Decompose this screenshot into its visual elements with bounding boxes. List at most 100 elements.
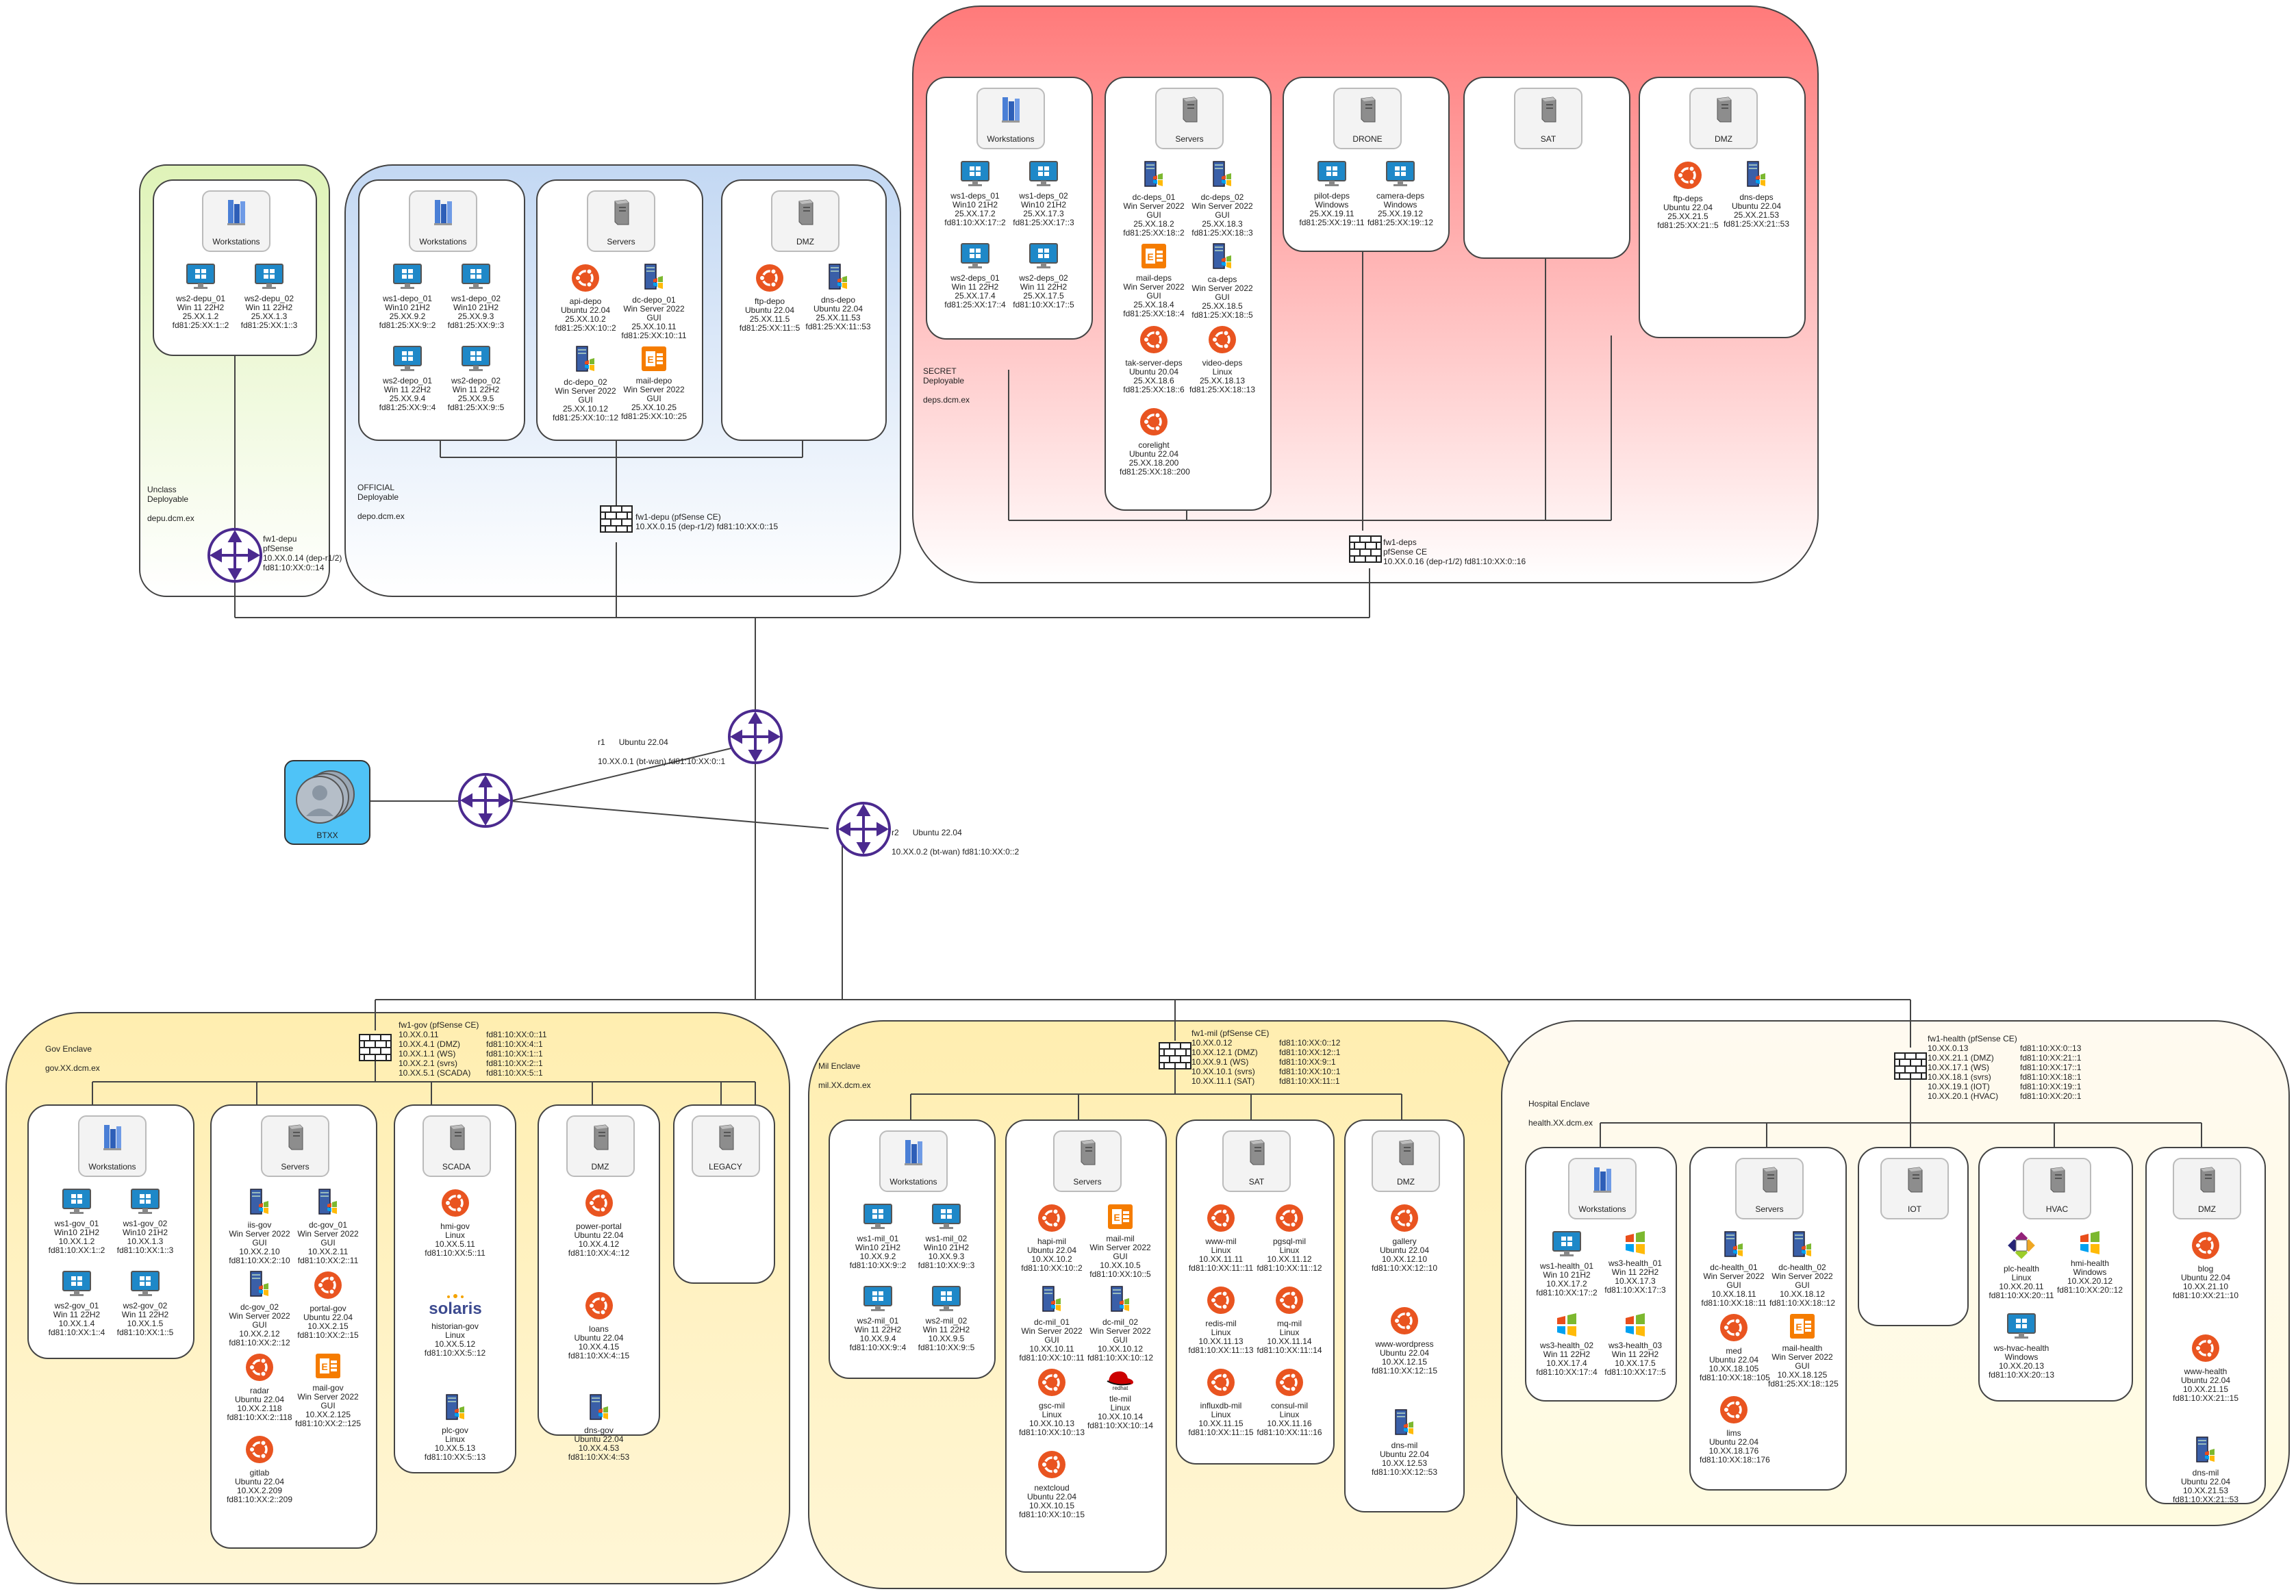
sat-header-icon[interactable]: SAT xyxy=(1514,88,1582,149)
ws2-depu-02-node[interactable]: ws2-depu_02 Win 11 22H2 25.XX.1.3 fd81:2… xyxy=(235,263,303,330)
gallery-node[interactable]: gallery Ubuntu 22.04 10.XX.12.10 fd81:10… xyxy=(1357,1203,1452,1273)
ws2-deps-02-node[interactable]: ws2-deps_02 Win 11 22H2 25.XX.17.5 fd81:… xyxy=(1009,242,1078,309)
ws2-depo-01-node[interactable]: ws2-depo_01 Win 11 22H2 25.XX.9.4 fd81:2… xyxy=(373,345,442,412)
dc-gov-01-node[interactable]: dc-gov_01 Win Server 2022 GUI 10.XX.2.11… xyxy=(294,1188,362,1265)
dc-depo-02-node[interactable]: dc-depo_02 Win Server 2022 GUI 25.XX.10.… xyxy=(551,345,620,422)
dc-gov-02-node[interactable]: dc-gov_02 Win Server 2022 GUI 10.XX.2.12… xyxy=(225,1270,294,1347)
dmz-header-icon[interactable]: DMZ xyxy=(566,1115,635,1177)
hapi-mil-node[interactable]: hapi-mil Ubuntu 22.04 10.XX.10.2 fd81:10… xyxy=(1018,1203,1086,1273)
dmz-header-icon[interactable]: DMZ xyxy=(2173,1158,2241,1219)
ca-deps-node[interactable]: ca-deps Win Server 2022 GUI 25.XX.18.5 f… xyxy=(1188,242,1257,320)
dns-gov-node[interactable]: dns-gov Ubuntu 22.04 10.XX.4.53 fd81:10:… xyxy=(551,1393,647,1462)
tak-server-deps-node[interactable]: tak-server-deps Ubuntu 20.04 25.XX.18.6 … xyxy=(1120,325,1188,394)
firewall-icon[interactable] xyxy=(1349,535,1382,563)
dns-mil-node[interactable]: dns-mil Ubuntu 22.04 10.XX.12.53 fd81:10… xyxy=(1357,1408,1452,1477)
plc-health-node[interactable]: plc-health Linux 10.XX.20.11 fd81:10:XX:… xyxy=(1987,1230,2056,1300)
dmz-header-icon[interactable]: DMZ xyxy=(1372,1130,1440,1192)
ws1-health-01-node[interactable]: ws1-health_01 Win 10 21H2 10.XX.17.2 fd8… xyxy=(1532,1230,1601,1297)
iot-header-icon[interactable]: IOT xyxy=(1880,1158,1949,1219)
firewall-icon[interactable] xyxy=(600,505,633,533)
hmi-gov-node[interactable]: hmi-gov Linux 10.XX.5.11 fd81:10:XX:5::1… xyxy=(407,1188,503,1258)
workstations-header-icon[interactable]: Workstations xyxy=(78,1115,147,1177)
router-icon[interactable] xyxy=(207,527,263,583)
ws2-mil-01-node[interactable]: ws2-mil_01 Win 11 22H2 10.XX.9.4 fd81:10… xyxy=(844,1285,912,1352)
dc-health-01-node[interactable]: dc-health_01 Win Server 2022 GUI 10.XX.1… xyxy=(1700,1230,1768,1308)
firewall-icon[interactable] xyxy=(1159,1042,1191,1069)
www-wordpress-node[interactable]: www-wordpress Ubuntu 22.04 10.XX.12.15 f… xyxy=(1357,1306,1452,1376)
ftp-depo-node[interactable]: ftp-depo Ubuntu 22.04 25.XX.11.5 fd81:25… xyxy=(735,263,804,333)
ws1-gov-02-node[interactable]: ws1-gov_02 Win10 21H2 10.XX.1.3 fd81:10:… xyxy=(111,1188,179,1255)
ws1-gov-01-node[interactable]: ws1-gov_01 Win10 21H2 10.XX.1.2 fd81:10:… xyxy=(42,1188,111,1255)
www-health-node[interactable]: www-health Ubuntu 22.04 10.XX.21.15 fd81… xyxy=(2158,1333,2254,1403)
gsc-mil-node[interactable]: gsc-mil Linux 10.XX.10.13 fd81:10:XX:10:… xyxy=(1018,1367,1086,1437)
med-node[interactable]: med Ubuntu 22.04 10.XX.18.105 fd81:10:XX… xyxy=(1700,1313,1770,1382)
video-deps-node[interactable]: video-deps Linux 25.XX.18.13 fd81:25:XX:… xyxy=(1188,325,1257,394)
firewall-icon[interactable] xyxy=(1894,1052,1927,1080)
workstations-header-icon[interactable]: Workstations xyxy=(879,1130,948,1192)
dc-deps-01-node[interactable]: dc-deps_01 Win Server 2022 GUI 25.XX.18.… xyxy=(1120,160,1188,238)
router-icon[interactable] xyxy=(727,709,783,765)
api-depo-node[interactable]: api-depo Ubuntu 22.04 25.XX.10.2 fd81:25… xyxy=(551,263,620,333)
nextcloud-node[interactable]: nextcloud Ubuntu 22.04 10.XX.10.15 fd81:… xyxy=(1018,1449,1086,1519)
servers-header-icon[interactable]: Servers xyxy=(1053,1130,1122,1192)
ws2-deps-01-node[interactable]: ws2-deps_01 Win 11 22H2 25.XX.17.4 fd81:… xyxy=(941,242,1009,309)
ws2-depu-01-node[interactable]: ws2-depu_01 Win 11 22H2 25.XX.1.2 fd81:2… xyxy=(166,263,235,330)
ws1-mil-02-node[interactable]: ws1-mil_02 Win10 21H2 10.XX.9.3 fd81:10:… xyxy=(912,1203,981,1270)
ws2-gov-02-node[interactable]: ws2-gov_02 Win 11 22H2 10.XX.1.5 fd81:10… xyxy=(111,1270,179,1337)
servers-header-icon[interactable]: Servers xyxy=(261,1115,329,1177)
pilot-deps-node[interactable]: pilot-deps Windows 25.XX.19.11 fd81:25:X… xyxy=(1298,160,1366,227)
servers-header-icon[interactable]: Servers xyxy=(1155,88,1224,149)
dc-mil-02-node[interactable]: dc-mil_02 Win Server 2022 GUI 10.XX.10.1… xyxy=(1086,1285,1155,1363)
ws1-depo-02-node[interactable]: ws1-depo_02 Win10 21H2 25.XX.9.3 fd81:25… xyxy=(442,263,510,330)
portal-gov-node[interactable]: portal-gov Ubuntu 22.04 10.XX.2.15 fd81:… xyxy=(294,1270,362,1340)
dmz-header-icon[interactable]: DMZ xyxy=(771,190,840,252)
ws3-health-02-node[interactable]: ws3-health_02 Win 11 22H2 10.XX.17.4 fd8… xyxy=(1532,1313,1601,1377)
workstations-header-icon[interactable]: Workstations xyxy=(1568,1158,1637,1219)
scada-header-icon[interactable]: SCADA xyxy=(422,1115,491,1177)
ws-hvac-health-node[interactable]: ws-hvac-health Windows 10.XX.20.13 fd81:… xyxy=(1987,1313,2056,1380)
legacy-header-icon[interactable]: LEGACY xyxy=(691,1115,760,1177)
dns-depo-node[interactable]: dns-depo Ubuntu 22.04 25.XX.11.53 fd81:2… xyxy=(804,263,872,331)
hmi-health-node[interactable]: hmi-health Windows 10.XX.20.12 fd81:10:X… xyxy=(2056,1230,2124,1295)
servers-header-icon[interactable]: Servers xyxy=(1735,1158,1804,1219)
radar-node[interactable]: radar Ubuntu 22.04 10.XX.2.118 fd81:10:X… xyxy=(225,1352,294,1422)
hvac-header-icon[interactable]: HVAC xyxy=(2023,1158,2091,1219)
ws2-gov-01-node[interactable]: ws2-gov_01 Win 11 22H2 10.XX.1.4 fd81:10… xyxy=(42,1270,111,1337)
power-portal-node[interactable]: power-portal Ubuntu 22.04 10.XX.4.12 fd8… xyxy=(551,1188,647,1258)
workstations-header-icon[interactable]: Workstations xyxy=(409,190,477,252)
dns-mil-node[interactable]: dns-mil Ubuntu 22.04 10.XX.21.53 fd81:10… xyxy=(2158,1436,2254,1504)
ftp-deps-node[interactable]: ftp-deps Ubuntu 22.04 25.XX.21.5 fd81:25… xyxy=(1654,160,1722,230)
loans-node[interactable]: loans Ubuntu 22.04 10.XX.4.15 fd81:10:XX… xyxy=(551,1291,647,1360)
ws1-deps-01-node[interactable]: ws1-deps_01 Win10 21H2 25.XX.17.2 fd81:1… xyxy=(941,160,1009,227)
corelight-node[interactable]: corelight Ubuntu 22.04 25.XX.18.200 fd81… xyxy=(1120,407,1190,477)
router-icon[interactable] xyxy=(835,801,892,857)
servers-header-icon[interactable]: Servers xyxy=(587,190,655,252)
influxdb-mil-node[interactable]: influxdb-mil Linux 10.XX.11.15 fd81:10:X… xyxy=(1187,1367,1255,1437)
workstations-header-icon[interactable]: Workstations xyxy=(202,190,270,252)
ws2-mil-02-node[interactable]: ws2-mil_02 Win 11 22H2 10.XX.9.5 fd81:10… xyxy=(912,1285,981,1352)
pgsql-mil-node[interactable]: pgsql-mil Linux 10.XX.11.12 fd81:10:XX:1… xyxy=(1255,1203,1324,1273)
ws3-health-01-node[interactable]: ws3-health_01 Win 11 22H2 10.XX.17.3 fd8… xyxy=(1601,1230,1669,1295)
ws2-depo-02-node[interactable]: ws2-depo_02 Win 11 22H2 25.XX.9.5 fd81:2… xyxy=(442,345,510,412)
plc-gov-node[interactable]: plc-gov Linux 10.XX.5.13 fd81:10:XX:5::1… xyxy=(407,1393,503,1462)
ws1-depo-01-node[interactable]: ws1-depo_01 Win10 21H2 25.XX.9.2 fd81:25… xyxy=(373,263,442,330)
router-icon[interactable] xyxy=(457,772,514,828)
firewall-icon[interactable] xyxy=(359,1034,392,1061)
redis-mil-node[interactable]: redis-mil Linux 10.XX.11.13 fd81:10:XX:1… xyxy=(1187,1285,1255,1355)
mq-mil-node[interactable]: mq-mil Linux 10.XX.11.14 fd81:10:XX:11::… xyxy=(1255,1285,1324,1355)
dmz-header-icon[interactable]: DMZ xyxy=(1689,88,1758,149)
www-mil-node[interactable]: www-mil Linux 10.XX.11.11 fd81:10:XX:11:… xyxy=(1187,1203,1255,1273)
dc-mil-01-node[interactable]: dc-mil_01 Win Server 2022 GUI 10.XX.10.1… xyxy=(1018,1285,1086,1363)
consul-mil-node[interactable]: consul-mil Linux 10.XX.11.16 fd81:10:XX:… xyxy=(1255,1367,1324,1437)
sat-header-icon[interactable]: SAT xyxy=(1222,1130,1291,1192)
workstations-header-icon[interactable]: Workstations xyxy=(976,88,1045,149)
dns-deps-node[interactable]: dns-deps Ubuntu 22.04 25.XX.21.53 fd81:2… xyxy=(1722,160,1791,229)
ws1-mil-01-node[interactable]: ws1-mil_01 Win10 21H2 10.XX.9.2 fd81:10:… xyxy=(844,1203,912,1270)
drone-header-icon[interactable]: DRONE xyxy=(1333,88,1402,149)
dc-deps-02-node[interactable]: dc-deps_02 Win Server 2022 GUI 25.XX.18.… xyxy=(1188,160,1257,238)
